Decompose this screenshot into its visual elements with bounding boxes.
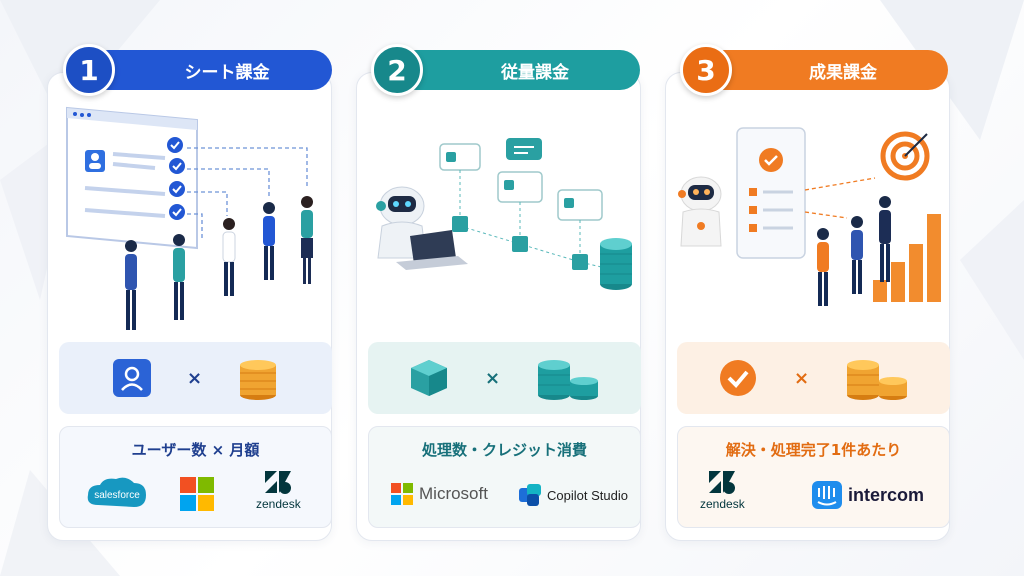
check-icon (719, 360, 756, 396)
microsoft-logo-text: Microsoft (419, 484, 488, 503)
laptop-icon (396, 230, 468, 270)
header-outcome: 成果課金 (704, 50, 948, 90)
microsoft-logo: Microsoft (391, 483, 488, 505)
pricing-box-outcome: 解決・処理完了1件あたり zendesk intercom (677, 426, 950, 528)
bar-growth (873, 214, 941, 302)
connector-lines (187, 147, 308, 238)
header-usage: 従量課金 (396, 50, 640, 90)
user-icon (112, 359, 151, 397)
zendesk-logo-text: zendesk (700, 497, 745, 511)
pricing-box-seat: ユーザー数 × 月額 salesforce zendesk (59, 426, 332, 528)
coin-stack-icon (600, 238, 632, 290)
times-sign: × (793, 367, 810, 389)
cube-icon (410, 360, 447, 396)
salesforce-logo-text: salesforce (94, 490, 140, 501)
formula-outcome: × (677, 342, 950, 414)
seat-billing-illustration (66, 106, 313, 330)
pricing-box-usage: 処理数・クレジット消費 Microsoft Copilot Studio (368, 426, 641, 528)
people-group (125, 196, 313, 330)
app-window-icon (66, 106, 198, 250)
times-sign: × (484, 367, 501, 389)
coin-stack-icon (847, 360, 908, 400)
header-seat-title: シート課金 (184, 62, 270, 83)
header-outcome-title: 成果課金 (809, 62, 877, 83)
target-icon (880, 131, 930, 181)
pricing-caption: 解決・処理完了1件あたり (725, 441, 902, 459)
copilot-studio-logo-text: Copilot Studio (547, 487, 628, 503)
pricing-caption: 処理数・クレジット消費 (421, 441, 587, 459)
intercom-logo-text: intercom (848, 484, 925, 505)
copilot-studio-logo: Copilot Studio (519, 484, 628, 506)
header-usage-title: 従量課金 (501, 62, 569, 83)
zendesk-logo: zendesk (700, 471, 745, 511)
number-badge-2: 2 (371, 44, 423, 96)
times-sign: × (186, 367, 203, 389)
check-icons (167, 137, 185, 220)
pricing-caption: ユーザー数 × 月額 (131, 441, 260, 459)
header-seat: シート課金 (88, 50, 332, 90)
robot-icon (678, 176, 722, 247)
coin-stack-icon (538, 360, 599, 400)
checklist-board (736, 127, 806, 259)
chat-bubbles (439, 138, 603, 221)
coin-stack-icon (240, 360, 277, 400)
people-group (817, 196, 891, 306)
microsoft-logo (180, 477, 214, 511)
salesforce-logo: salesforce (84, 473, 148, 513)
formula-seat: × (59, 342, 332, 414)
zendesk-logo: zendesk (256, 471, 301, 511)
cube-flow (452, 170, 615, 271)
zendesk-logo-text: zendesk (256, 497, 301, 511)
number-badge-1: 1 (63, 44, 115, 96)
outcome-billing-illustration (678, 127, 941, 306)
connector-lines (804, 177, 876, 219)
formula-usage: × (368, 342, 641, 414)
number-badge-3: 3 (680, 44, 732, 96)
usage-billing-illustration (376, 138, 632, 290)
intercom-logo: intercom (812, 481, 924, 509)
